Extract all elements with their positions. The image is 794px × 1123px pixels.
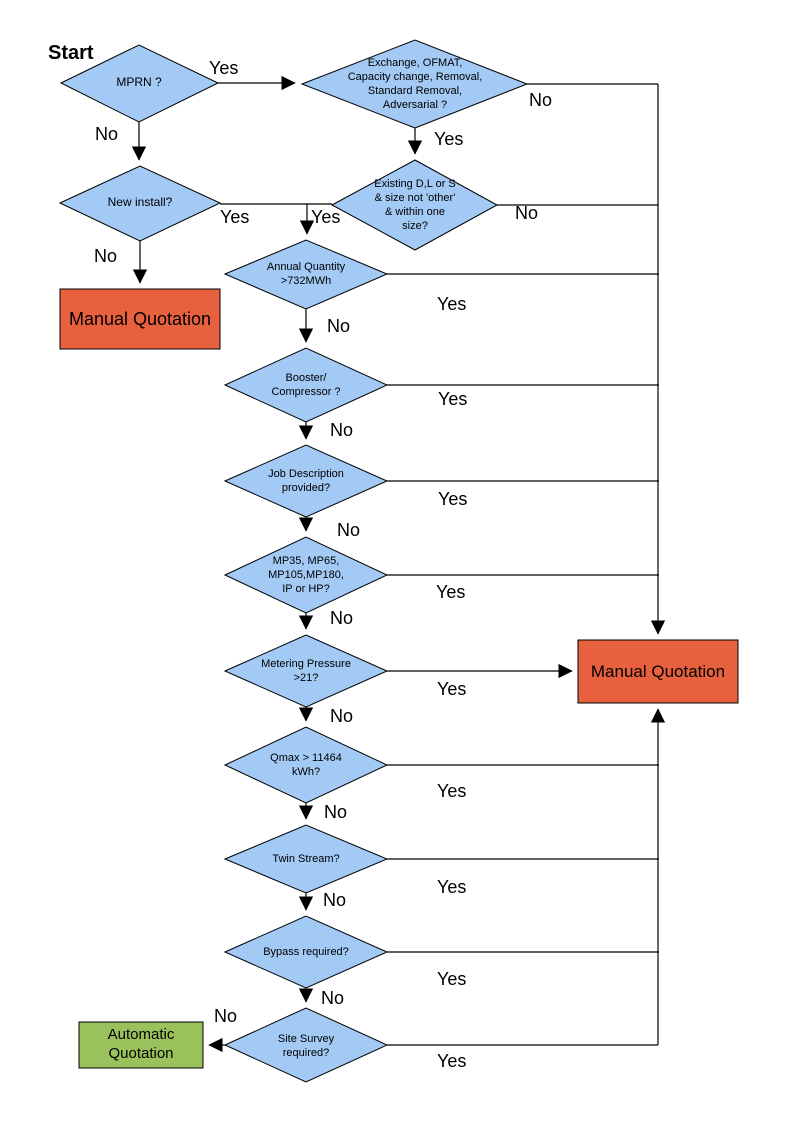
mprn-yes-label: Yes	[209, 58, 239, 78]
decision-annual-quantity-label: Annual Quantity >732MWh	[266, 260, 346, 287]
job-yes-label: Yes	[438, 489, 468, 509]
box-manual-quotation-right	[577, 639, 739, 704]
exchange-yes-label: Yes	[434, 129, 464, 149]
booster-yes-label: Yes	[438, 389, 468, 409]
start-label: Start	[48, 42, 94, 64]
decision-new-install	[58, 165, 222, 242]
decision-existing-label: Existing D,L or S & size not 'other' & w…	[374, 177, 456, 233]
new-install-yes-label: Yes	[220, 207, 250, 227]
decision-exchange-label: Exchange, OFMAT, Capacity change, Remova…	[347, 56, 483, 112]
decision-metering-pressure-label: Metering Pressure >21?	[261, 657, 351, 684]
decision-qmax	[223, 726, 389, 804]
box-automatic-quotation	[78, 1021, 204, 1069]
metering-yes-label: Yes	[437, 679, 467, 699]
job-no-label: No	[337, 520, 361, 540]
decision-mp-tier-label: MP35, MP65, MP105,MP180, IP or HP?	[268, 554, 344, 596]
decision-site-survey-label: Site Survey required?	[277, 1032, 335, 1059]
decision-exchange	[300, 39, 529, 129]
decision-mp-tier	[223, 536, 389, 614]
site-yes-label: Yes	[437, 1051, 467, 1071]
decision-annual-quantity	[223, 239, 389, 310]
decision-existing	[330, 159, 499, 251]
decision-mprn	[59, 44, 220, 123]
decision-qmax-label: Qmax > 11464 kWh?	[270, 751, 342, 778]
box-manual-quotation-left	[59, 288, 221, 350]
manual-quotation-left-label: Manual Quotation	[68, 308, 212, 329]
qmax-yes-label: Yes	[437, 781, 467, 801]
new-install-no-label: No	[94, 246, 118, 266]
automatic-quotation-label: Automatic Quotation	[107, 1026, 175, 1062]
metering-no-label: No	[330, 706, 354, 726]
decision-twin-stream-label: Twin Stream?	[272, 852, 340, 865]
decision-job-description	[223, 444, 389, 518]
decision-metering-pressure	[223, 634, 389, 708]
decision-booster	[223, 347, 389, 423]
bypass-no-label: No	[321, 988, 345, 1008]
booster-no-label: No	[330, 420, 354, 440]
twin-no-label: No	[323, 890, 347, 910]
decision-twin-stream	[223, 824, 389, 894]
existing-no-label: No	[515, 203, 539, 223]
decision-bypass-label: Bypass required?	[263, 945, 349, 958]
mp-yes-label: Yes	[436, 582, 466, 602]
annual-yes-label: Yes	[437, 294, 467, 314]
decision-new-install-label: New install?	[107, 195, 173, 210]
decision-job-description-label: Job Description provided?	[268, 467, 344, 494]
mp-no-label: No	[330, 608, 354, 628]
site-no-label: No	[214, 1006, 238, 1026]
decision-bypass	[223, 915, 389, 989]
exchange-no-label: No	[529, 90, 553, 110]
manual-quotation-right-label: Manual Quotation	[590, 661, 726, 681]
existing-yes-label: Yes	[311, 207, 341, 227]
bypass-yes-label: Yes	[437, 969, 467, 989]
annual-no-label: No	[327, 316, 351, 336]
decision-mprn-label: MPRN ?	[116, 75, 162, 90]
decision-booster-label: Booster/ Compressor ?	[271, 371, 341, 398]
twin-yes-label: Yes	[437, 877, 467, 897]
mprn-no-label: No	[95, 124, 119, 144]
decision-site-survey	[223, 1007, 389, 1083]
qmax-no-label: No	[324, 802, 348, 822]
